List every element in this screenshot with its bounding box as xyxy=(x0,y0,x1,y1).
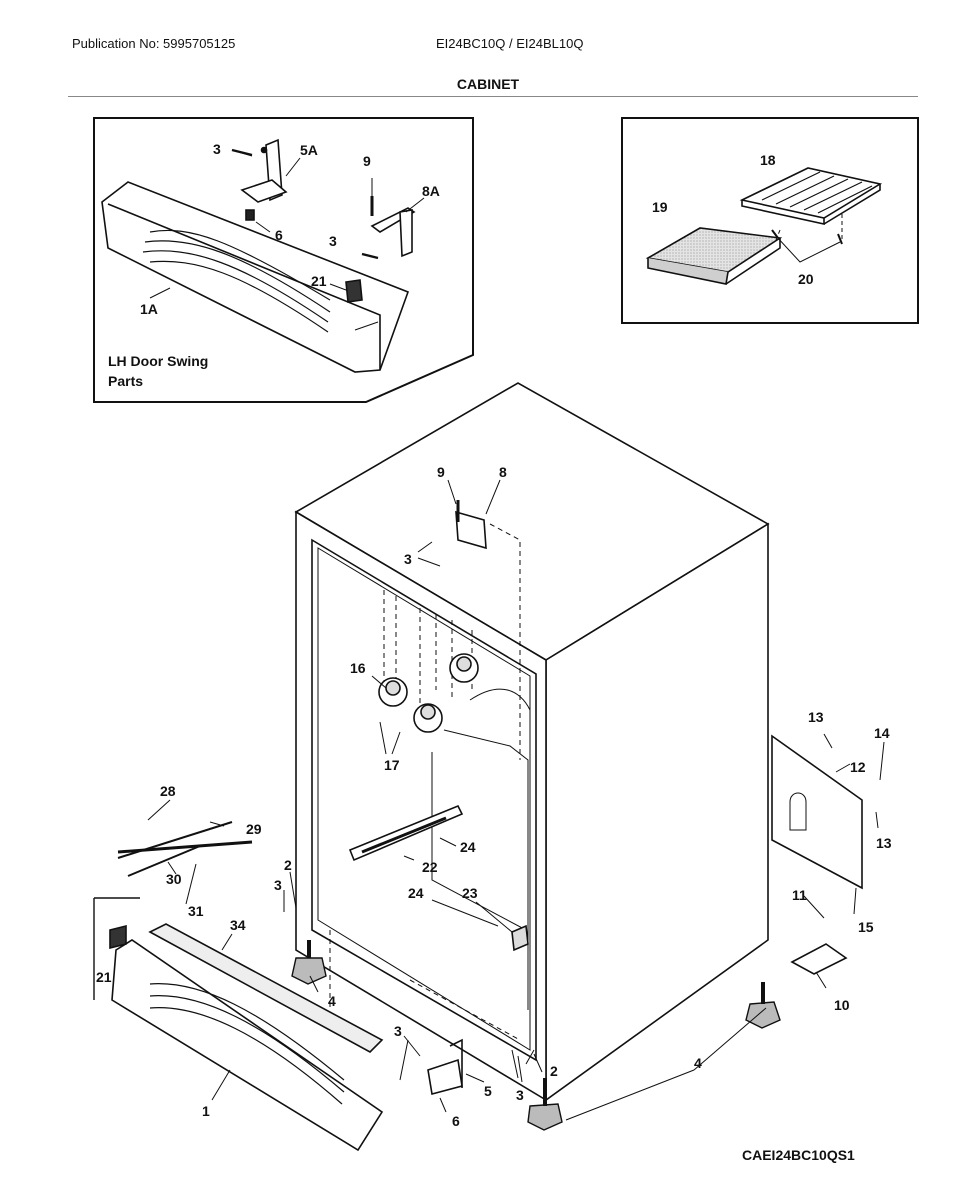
callout-15: 15 xyxy=(858,919,874,935)
callout-l-1A: 1A xyxy=(140,301,158,317)
section-title: CABINET xyxy=(456,76,520,92)
callout-13-top: 13 xyxy=(808,709,824,725)
callout-10: 10 xyxy=(834,997,850,1013)
callout-l-5A: 5A xyxy=(300,142,318,158)
callout-21: 21 xyxy=(96,969,112,985)
callout-1: 1 xyxy=(202,1103,210,1119)
callout-3-right: 3 xyxy=(516,1087,524,1103)
callout-l-9: 9 xyxy=(363,153,371,169)
callout-24-lower: 24 xyxy=(408,885,424,901)
callout-22: 22 xyxy=(422,859,438,875)
header-divider xyxy=(68,96,918,97)
cabinet-body xyxy=(93,382,863,1152)
callout-r-20: 20 xyxy=(798,271,814,287)
callout-12: 12 xyxy=(850,759,866,775)
callout-5: 5 xyxy=(484,1083,492,1099)
callout-l-8A: 8A xyxy=(422,183,440,199)
callout-14: 14 xyxy=(874,725,890,741)
callout-8: 8 xyxy=(499,464,507,480)
inset-caption-line1: LH Door Swing xyxy=(108,353,208,369)
callout-6: 6 xyxy=(452,1113,460,1129)
callout-11: 11 xyxy=(792,887,807,903)
callout-l-21: 21 xyxy=(311,273,327,289)
tray-inset xyxy=(621,117,919,324)
callout-4-right: 4 xyxy=(694,1055,702,1071)
publication-number: Publication No: 5995705125 xyxy=(72,36,236,51)
callout-9: 9 xyxy=(437,464,445,480)
callout-28: 28 xyxy=(160,783,176,799)
callout-4-left: 4 xyxy=(328,993,336,1009)
callout-l-3: 3 xyxy=(213,141,221,157)
callout-l-3b: 3 xyxy=(329,233,337,249)
callout-r-18: 18 xyxy=(760,152,776,168)
model-numbers: EI24BC10Q / EI24BL10Q xyxy=(436,36,584,51)
callout-3-left: 3 xyxy=(274,877,282,893)
callout-3-bottom: 3 xyxy=(394,1023,402,1039)
callout-13-bottom: 13 xyxy=(876,835,892,851)
lh-door-swing-inset xyxy=(93,117,474,403)
callout-24-upper: 24 xyxy=(460,839,476,855)
callout-30: 30 xyxy=(166,871,182,887)
callout-23: 23 xyxy=(462,885,478,901)
callout-l-6: 6 xyxy=(275,227,283,243)
callout-29: 29 xyxy=(246,821,262,837)
callout-31: 31 xyxy=(188,903,204,919)
callout-r-19: 19 xyxy=(652,199,668,215)
diagram-code: CAEI24BC10QS1 xyxy=(742,1147,855,1163)
callout-34: 34 xyxy=(230,917,246,933)
callout-leaders xyxy=(147,479,885,1121)
callout-2-right: 2 xyxy=(550,1063,558,1079)
inset-caption-line2: Parts xyxy=(108,373,143,389)
callout-17: 17 xyxy=(384,757,400,773)
callout-2-left: 2 xyxy=(284,857,292,873)
callout-16: 16 xyxy=(350,660,366,676)
callout-3-top: 3 xyxy=(404,551,412,567)
